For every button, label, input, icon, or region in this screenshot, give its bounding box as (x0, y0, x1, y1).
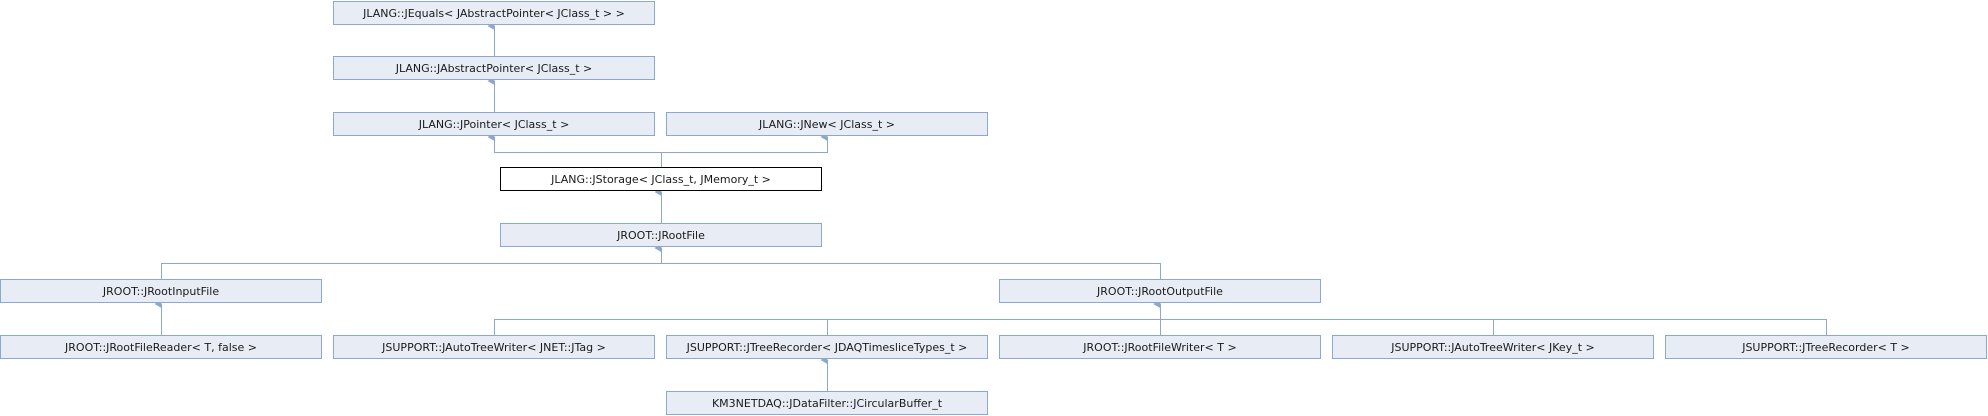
class-node-jautotreewriter-jnet[interactable]: JSUPPORT::JAutoTreeWriter< JNET::JTag > (333, 335, 655, 359)
inheritance-edge-jrootinputfile-to-jrootfile (161, 244, 662, 279)
class-node-jrootfilewriter[interactable]: JROOT::JRootFileWriter< T > (999, 335, 1321, 359)
class-node-label: JLANG::JAbstractPointer< JClass_t > (395, 61, 593, 75)
class-node-label: KM3NETDAQ::JDataFilter::JCircularBuffer_… (711, 396, 943, 410)
class-node-label: JLANG::JEquals< JAbstractPointer< JClass… (363, 6, 625, 20)
class-node-label: JROOT::JRootFileWriter< T > (1083, 340, 1237, 354)
inheritance-edge-jtreerecorder-jdaq-to-jrootoutputfile (827, 300, 1161, 335)
class-node-label: JROOT::JRootFileReader< T, false > (65, 340, 257, 354)
class-node-jstorage: JLANG::JStorage< JClass_t, JMemory_t > (500, 167, 822, 191)
class-node-label: JSUPPORT::JAutoTreeWriter< JKey_t > (1391, 340, 1595, 354)
class-node-jautotreewriter-jkey[interactable]: JSUPPORT::JAutoTreeWriter< JKey_t > (1332, 335, 1654, 359)
class-node-label: JROOT::JRootInputFile (102, 284, 220, 298)
inheritance-edge-jtreerecorder-t-to-jrootoutputfile (1153, 300, 1827, 335)
class-node-jequals[interactable]: JLANG::JEquals< JAbstractPointer< JClass… (333, 1, 655, 25)
class-node-jnew[interactable]: JLANG::JNew< JClass_t > (666, 112, 988, 136)
class-node-jtreerecorder-t[interactable]: JSUPPORT::JTreeRecorder< T > (1665, 335, 1987, 359)
class-node-label: JSUPPORT::JAutoTreeWriter< JNET::JTag > (382, 340, 606, 354)
class-node-jtreerecorder-jdaq[interactable]: JSUPPORT::JTreeRecorder< JDAQTimesliceTy… (666, 335, 988, 359)
class-node-jpointer[interactable]: JLANG::JPointer< JClass_t > (333, 112, 655, 136)
class-node-jrootoutputfile[interactable]: JROOT::JRootOutputFile (999, 279, 1321, 303)
class-node-label: JLANG::JNew< JClass_t > (759, 117, 895, 131)
class-node-jrootfilereader[interactable]: JROOT::JRootFileReader< T, false > (0, 335, 322, 359)
class-node-label: JROOT::JRootOutputFile (1097, 284, 1223, 298)
class-node-label: JROOT::JRootFile (617, 228, 705, 242)
class-node-jcircularbuffer[interactable]: KM3NETDAQ::JDataFilter::JCircularBuffer_… (666, 391, 988, 415)
class-node-label: JLANG::JPointer< JClass_t > (418, 117, 570, 131)
inheritance-edge-jstorage-to-jnew (661, 133, 828, 167)
inheritance-edge-jrootoutputfile-to-jrootfile (654, 244, 1161, 279)
inheritance-edge-jstorage-to-jpointer (487, 133, 662, 167)
class-node-jrootinputfile[interactable]: JROOT::JRootInputFile (0, 279, 322, 303)
class-node-label: JSUPPORT::JTreeRecorder< JDAQTimesliceTy… (686, 340, 968, 354)
class-node-label: JLANG::JStorage< JClass_t, JMemory_t > (551, 172, 771, 186)
class-node-jabstractpointer[interactable]: JLANG::JAbstractPointer< JClass_t > (333, 56, 655, 80)
class-node-jrootfile[interactable]: JROOT::JRootFile (500, 223, 822, 247)
class-node-label: JSUPPORT::JTreeRecorder< T > (1742, 340, 1910, 354)
